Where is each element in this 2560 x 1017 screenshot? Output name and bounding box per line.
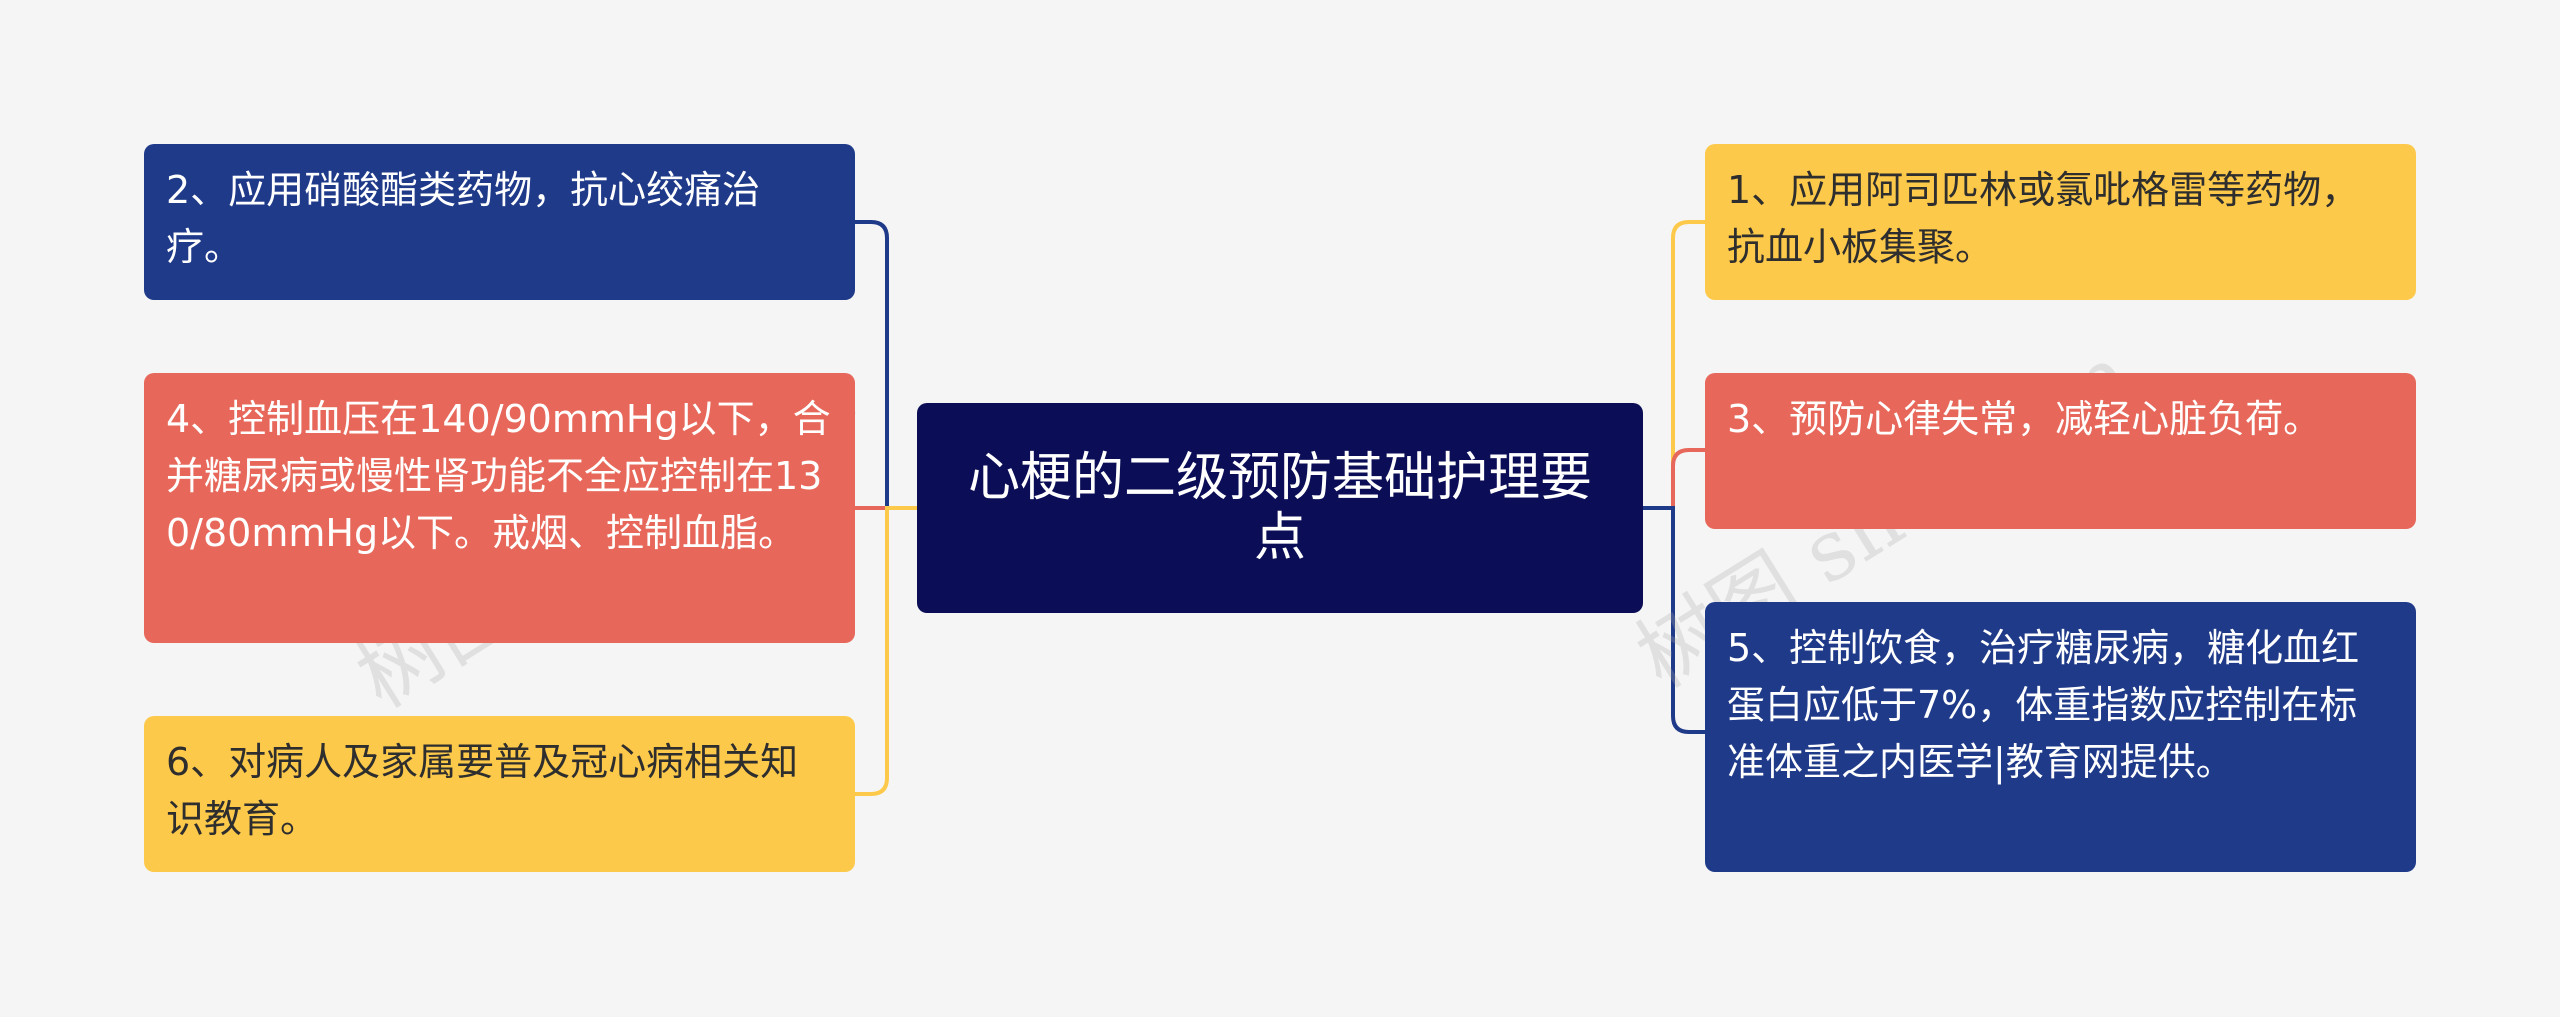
topic-node-2[interactable]: 2、应用硝酸酯类药物，抗心绞痛治疗。 — [144, 144, 855, 300]
connector-right-3 — [1643, 448, 1705, 510]
topic-node-6[interactable]: 6、对病人及家属要普及冠心病相关知识教育。 — [144, 716, 855, 872]
connector-right-1 — [1643, 220, 1705, 510]
connector-left-2 — [855, 220, 917, 510]
topic-node-4-text: 4、控制血压在140/90mmHg以下，合并糖尿病或慢性肾功能不全应控制在130… — [166, 397, 831, 555]
central-topic[interactable]: 心梗的二级预防基础护理要点 — [917, 403, 1643, 613]
topic-node-6-text: 6、对病人及家属要普及冠心病相关知识教育。 — [166, 740, 799, 841]
topic-node-2-text: 2、应用硝酸酯类药物，抗心绞痛治疗。 — [166, 168, 761, 269]
topic-node-3[interactable]: 3、预防心律失常，减轻心脏负荷。 — [1705, 373, 2416, 529]
topic-node-5[interactable]: 5、控制饮食，治疗糖尿病，糖化血红蛋白应低于7%，体重指数应控制在标准体重之内医… — [1705, 602, 2416, 872]
topic-node-1[interactable]: 1、应用阿司匹林或氯吡格雷等药物，抗血小板集聚。 — [1705, 144, 2416, 300]
topic-node-1-text: 1、应用阿司匹林或氯吡格雷等药物，抗血小板集聚。 — [1727, 168, 2360, 269]
topic-node-5-text: 5、控制饮食，治疗糖尿病，糖化血红蛋白应低于7%，体重指数应控制在标准体重之内医… — [1727, 626, 2360, 784]
central-topic-label: 心梗的二级预防基础护理要点 — [967, 448, 1592, 568]
topic-node-4[interactable]: 4、控制血压在140/90mmHg以下，合并糖尿病或慢性肾功能不全应控制在130… — [144, 373, 855, 643]
connector-right-5 — [1643, 506, 1705, 734]
connector-left-6 — [855, 506, 917, 796]
topic-node-3-text: 3、预防心律失常，减轻心脏负荷。 — [1727, 397, 2322, 441]
